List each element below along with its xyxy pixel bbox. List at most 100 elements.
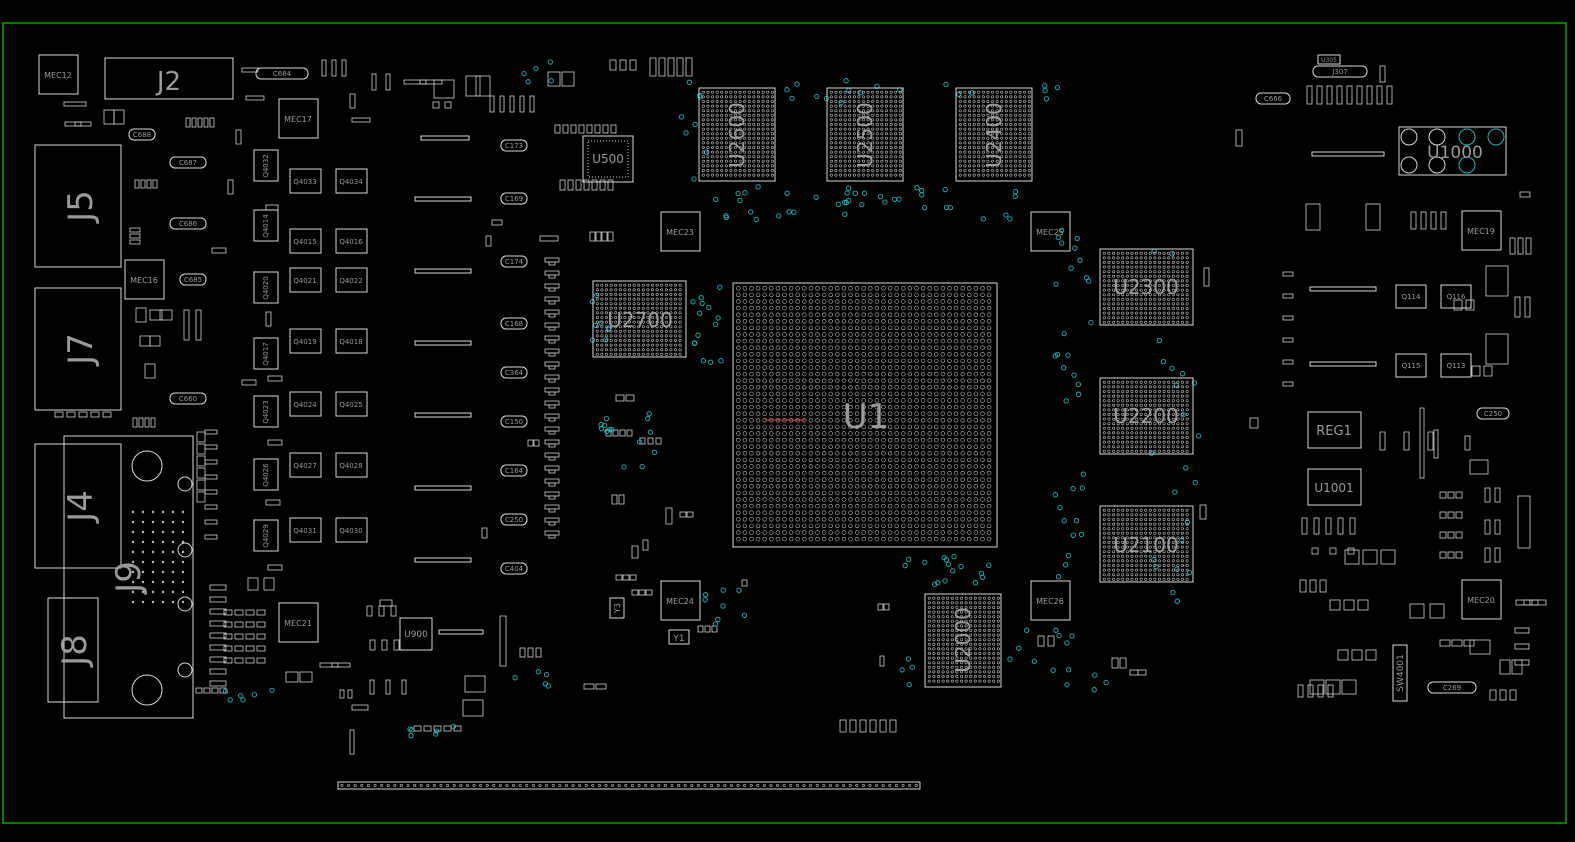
u2000-label: U2000 — [951, 607, 975, 673]
svg-text:Q4031: Q4031 — [293, 527, 316, 535]
chip-u2000: U2000 — [924, 593, 1002, 688]
svg-text:C168: C168 — [505, 320, 523, 328]
chip-u2200: U2200 — [1099, 377, 1194, 455]
sw4001-label: SW4001 — [1396, 654, 1406, 692]
svg-text:U305: U305 — [1321, 57, 1337, 64]
mec23: MEC23 — [660, 211, 701, 252]
svg-text:MEC17: MEC17 — [284, 115, 312, 124]
u500-label: U500 — [592, 152, 624, 166]
chip-u900: U900 — [399, 617, 433, 651]
svg-text:Q4014: Q4014 — [262, 214, 270, 238]
svg-text:MEC25: MEC25 — [1036, 228, 1064, 237]
bga-pin-arrays — [131, 90, 1189, 683]
svg-text:C250: C250 — [505, 516, 523, 524]
j7-label: J7 — [61, 333, 101, 367]
svg-text:Q4015: Q4015 — [293, 238, 316, 246]
board-outline — [2, 22, 1567, 824]
mec21: MEC21 — [278, 602, 319, 643]
svg-text:C250: C250 — [1484, 410, 1502, 418]
chip-u2500: U2500 — [826, 87, 904, 182]
j5-label: J5 — [61, 190, 101, 224]
connector-j4: J4 — [34, 443, 122, 569]
mec16: MEC16 — [124, 259, 165, 300]
svg-text:Q4026: Q4026 — [262, 463, 270, 487]
svg-text:C164: C164 — [505, 467, 524, 475]
svg-text:C269: C269 — [1443, 684, 1461, 692]
svg-text:Q4029: Q4029 — [262, 524, 270, 547]
j9-label: J9 — [109, 561, 149, 595]
u2100-label: U2100 — [1113, 533, 1179, 557]
chip-u1000: U1000 — [1398, 126, 1507, 176]
connector-j5: J5 — [34, 144, 122, 268]
mec20: MEC20 — [1461, 579, 1502, 620]
u1001-label: U1001 — [1314, 481, 1353, 495]
svg-text:Q4033: Q4033 — [293, 178, 316, 186]
svg-text:Q4032: Q4032 — [262, 154, 270, 177]
chip-u1: U1 — [732, 282, 998, 548]
svg-text:Q4024: Q4024 — [293, 401, 317, 409]
svg-text:Q4025: Q4025 — [339, 401, 362, 409]
svg-text:C688: C688 — [133, 131, 151, 139]
mec26: MEC26 — [1030, 580, 1071, 621]
svg-text:C404: C404 — [505, 565, 524, 573]
svg-text:C173: C173 — [505, 142, 523, 150]
svg-text:C150: C150 — [505, 418, 523, 426]
svg-text:MEC16: MEC16 — [130, 276, 158, 285]
u2400-label: U2400 — [982, 102, 1006, 168]
svg-text:Q4021: Q4021 — [293, 277, 316, 285]
svg-text:MEC23: MEC23 — [666, 228, 694, 237]
svg-text:Q4027: Q4027 — [293, 462, 316, 470]
chip-u2100: U2100 — [1099, 505, 1194, 583]
svg-text:Q4017: Q4017 — [262, 342, 270, 365]
crystal-y1: Y1 — [668, 629, 690, 645]
y1-label: Y1 — [672, 634, 684, 644]
svg-text:MEC26: MEC26 — [1036, 597, 1064, 606]
svg-text:MEC21: MEC21 — [284, 619, 312, 628]
u2500-label: U2500 — [853, 102, 877, 168]
svg-text:C684: C684 — [273, 70, 292, 78]
small-component-footprints — [54, 57, 1547, 755]
pcie-edge-connector — [337, 781, 921, 790]
chip-u2600: U2600 — [698, 87, 776, 182]
mec24: MEC24 — [660, 580, 701, 621]
svg-text:C687: C687 — [179, 159, 197, 167]
reg1-label: REG1 — [1316, 424, 1352, 439]
svg-text:Q4022: Q4022 — [339, 277, 362, 285]
svg-text:MEC12: MEC12 — [44, 71, 72, 80]
svg-text:C660: C660 — [179, 395, 197, 403]
capacitor-labels: C684 C688 C687 C686 C685 C660 C666 C173 … — [128, 54, 1510, 694]
connector-j2: J2 — [104, 57, 234, 100]
chip-u2700: U2700 — [592, 280, 687, 358]
u2200-label: U2200 — [1113, 404, 1179, 428]
inline-resistor-bars — [414, 135, 1385, 635]
u1000-label: U1000 — [1427, 143, 1483, 163]
j4-label: J4 — [61, 490, 101, 524]
connector-j8: J8 — [47, 597, 99, 703]
via-holes — [222, 59, 1202, 739]
svg-text:C174: C174 — [505, 258, 524, 266]
j8-label: J8 — [55, 634, 95, 668]
svg-text:C666: C666 — [1264, 95, 1283, 103]
svg-text:Q4019: Q4019 — [293, 338, 316, 346]
regulator-reg1: REG1 — [1307, 411, 1362, 449]
svg-text:Q4018: Q4018 — [339, 338, 362, 346]
chip-u2400: U2400 — [955, 87, 1033, 182]
mec17: MEC17 — [278, 98, 319, 139]
j2-label: J2 — [155, 67, 181, 97]
svg-text:C364: C364 — [505, 369, 524, 377]
chip-u500: U500 — [582, 135, 634, 183]
svg-text:Q114: Q114 — [1402, 293, 1421, 301]
svg-text:Q4020: Q4020 — [262, 276, 270, 299]
mec12: MEC12 — [38, 54, 79, 95]
svg-text:Q4023: Q4023 — [262, 400, 270, 423]
q-transistors: Q4033 Q4034 Q4015 Q4016 Q4021 Q4022 Q401… — [253, 149, 1472, 552]
mec25: MEC25 — [1030, 211, 1071, 252]
crystal-y3: Y3 — [609, 597, 625, 619]
u2700-label: U2700 — [607, 308, 673, 332]
mec19: MEC19 — [1461, 210, 1502, 251]
svg-text:Q116: Q116 — [1447, 293, 1466, 301]
svg-text:Q4028: Q4028 — [339, 462, 362, 470]
svg-text:MEC24: MEC24 — [666, 597, 694, 606]
svg-text:C685: C685 — [184, 276, 202, 284]
